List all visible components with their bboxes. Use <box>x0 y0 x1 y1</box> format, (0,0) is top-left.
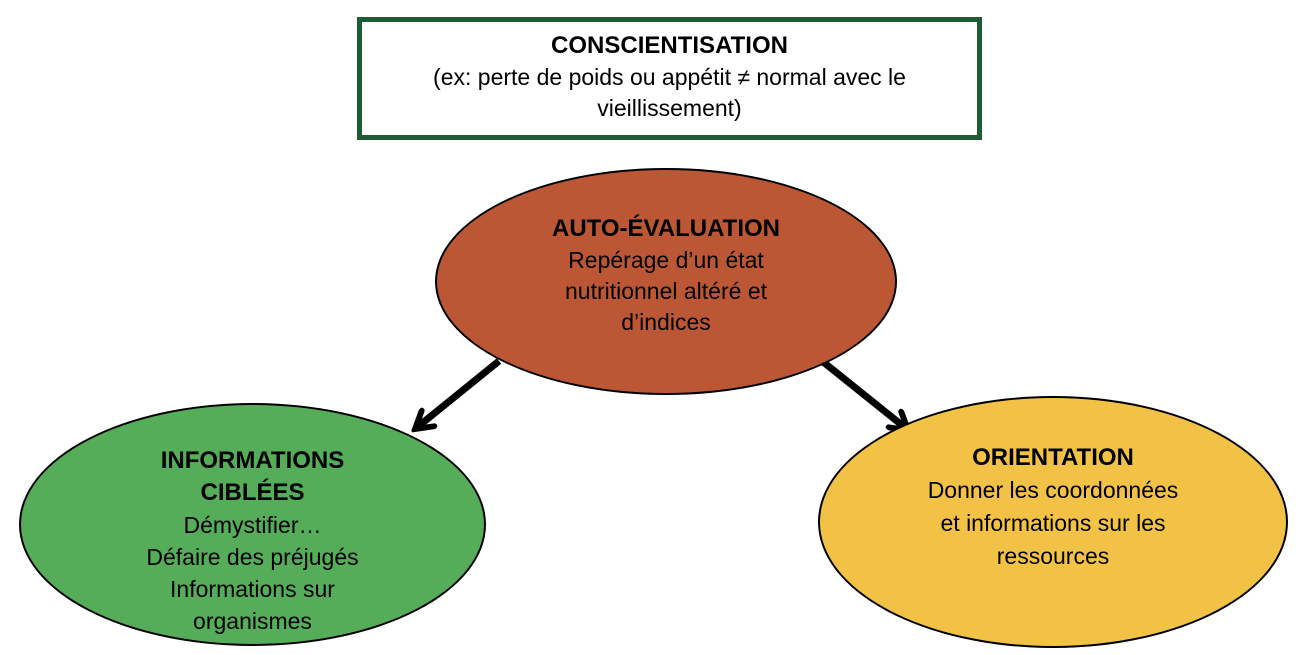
informations-ciblees-title: INFORMATIONS <box>160 447 345 474</box>
conscientisation-title: CONSCIENTISATION <box>551 32 788 59</box>
informations-ciblees-title: CIBLÉES <box>200 479 305 506</box>
arrow-to-orientation-icon <box>819 358 908 430</box>
node-conscientisation: CONSCIENTISATION (ex: perte de poids ou … <box>357 17 982 140</box>
conscientisation-line: vieillissement) <box>597 95 742 121</box>
node-auto-evaluation: AUTO-ÉVALUATION Repérage d’un état nutri… <box>435 168 897 395</box>
orientation-line: et informations sur les <box>940 510 1166 536</box>
orientation-line: Donner les coordonnées <box>927 477 1179 503</box>
orientation-title: ORIENTATION <box>972 444 1134 471</box>
orientation-line: ressources <box>996 543 1110 569</box>
arrow-to-informations-ciblees-icon <box>415 358 502 429</box>
auto-evaluation-line: d’indices <box>621 309 711 335</box>
informations-ciblees-line: Défaire des préjugés <box>146 544 359 570</box>
informations-ciblees-line: Démystifier… <box>183 512 322 538</box>
informations-ciblees-line: organismes <box>193 608 312 634</box>
auto-evaluation-title: AUTO-ÉVALUATION <box>552 215 780 242</box>
node-orientation: ORIENTATION Donner les coordonnées et in… <box>818 396 1288 648</box>
auto-evaluation-line: nutritionnel altéré et <box>564 278 767 304</box>
conscientisation-line: (ex: perte de poids ou appétit ≠ normal … <box>433 64 906 90</box>
informations-ciblees-line: Informations sur <box>170 576 335 602</box>
node-informations-ciblees: INFORMATIONS CIBLÉES Démystifier… Défair… <box>19 403 486 646</box>
auto-evaluation-line: Repérage d’un état <box>568 247 764 273</box>
